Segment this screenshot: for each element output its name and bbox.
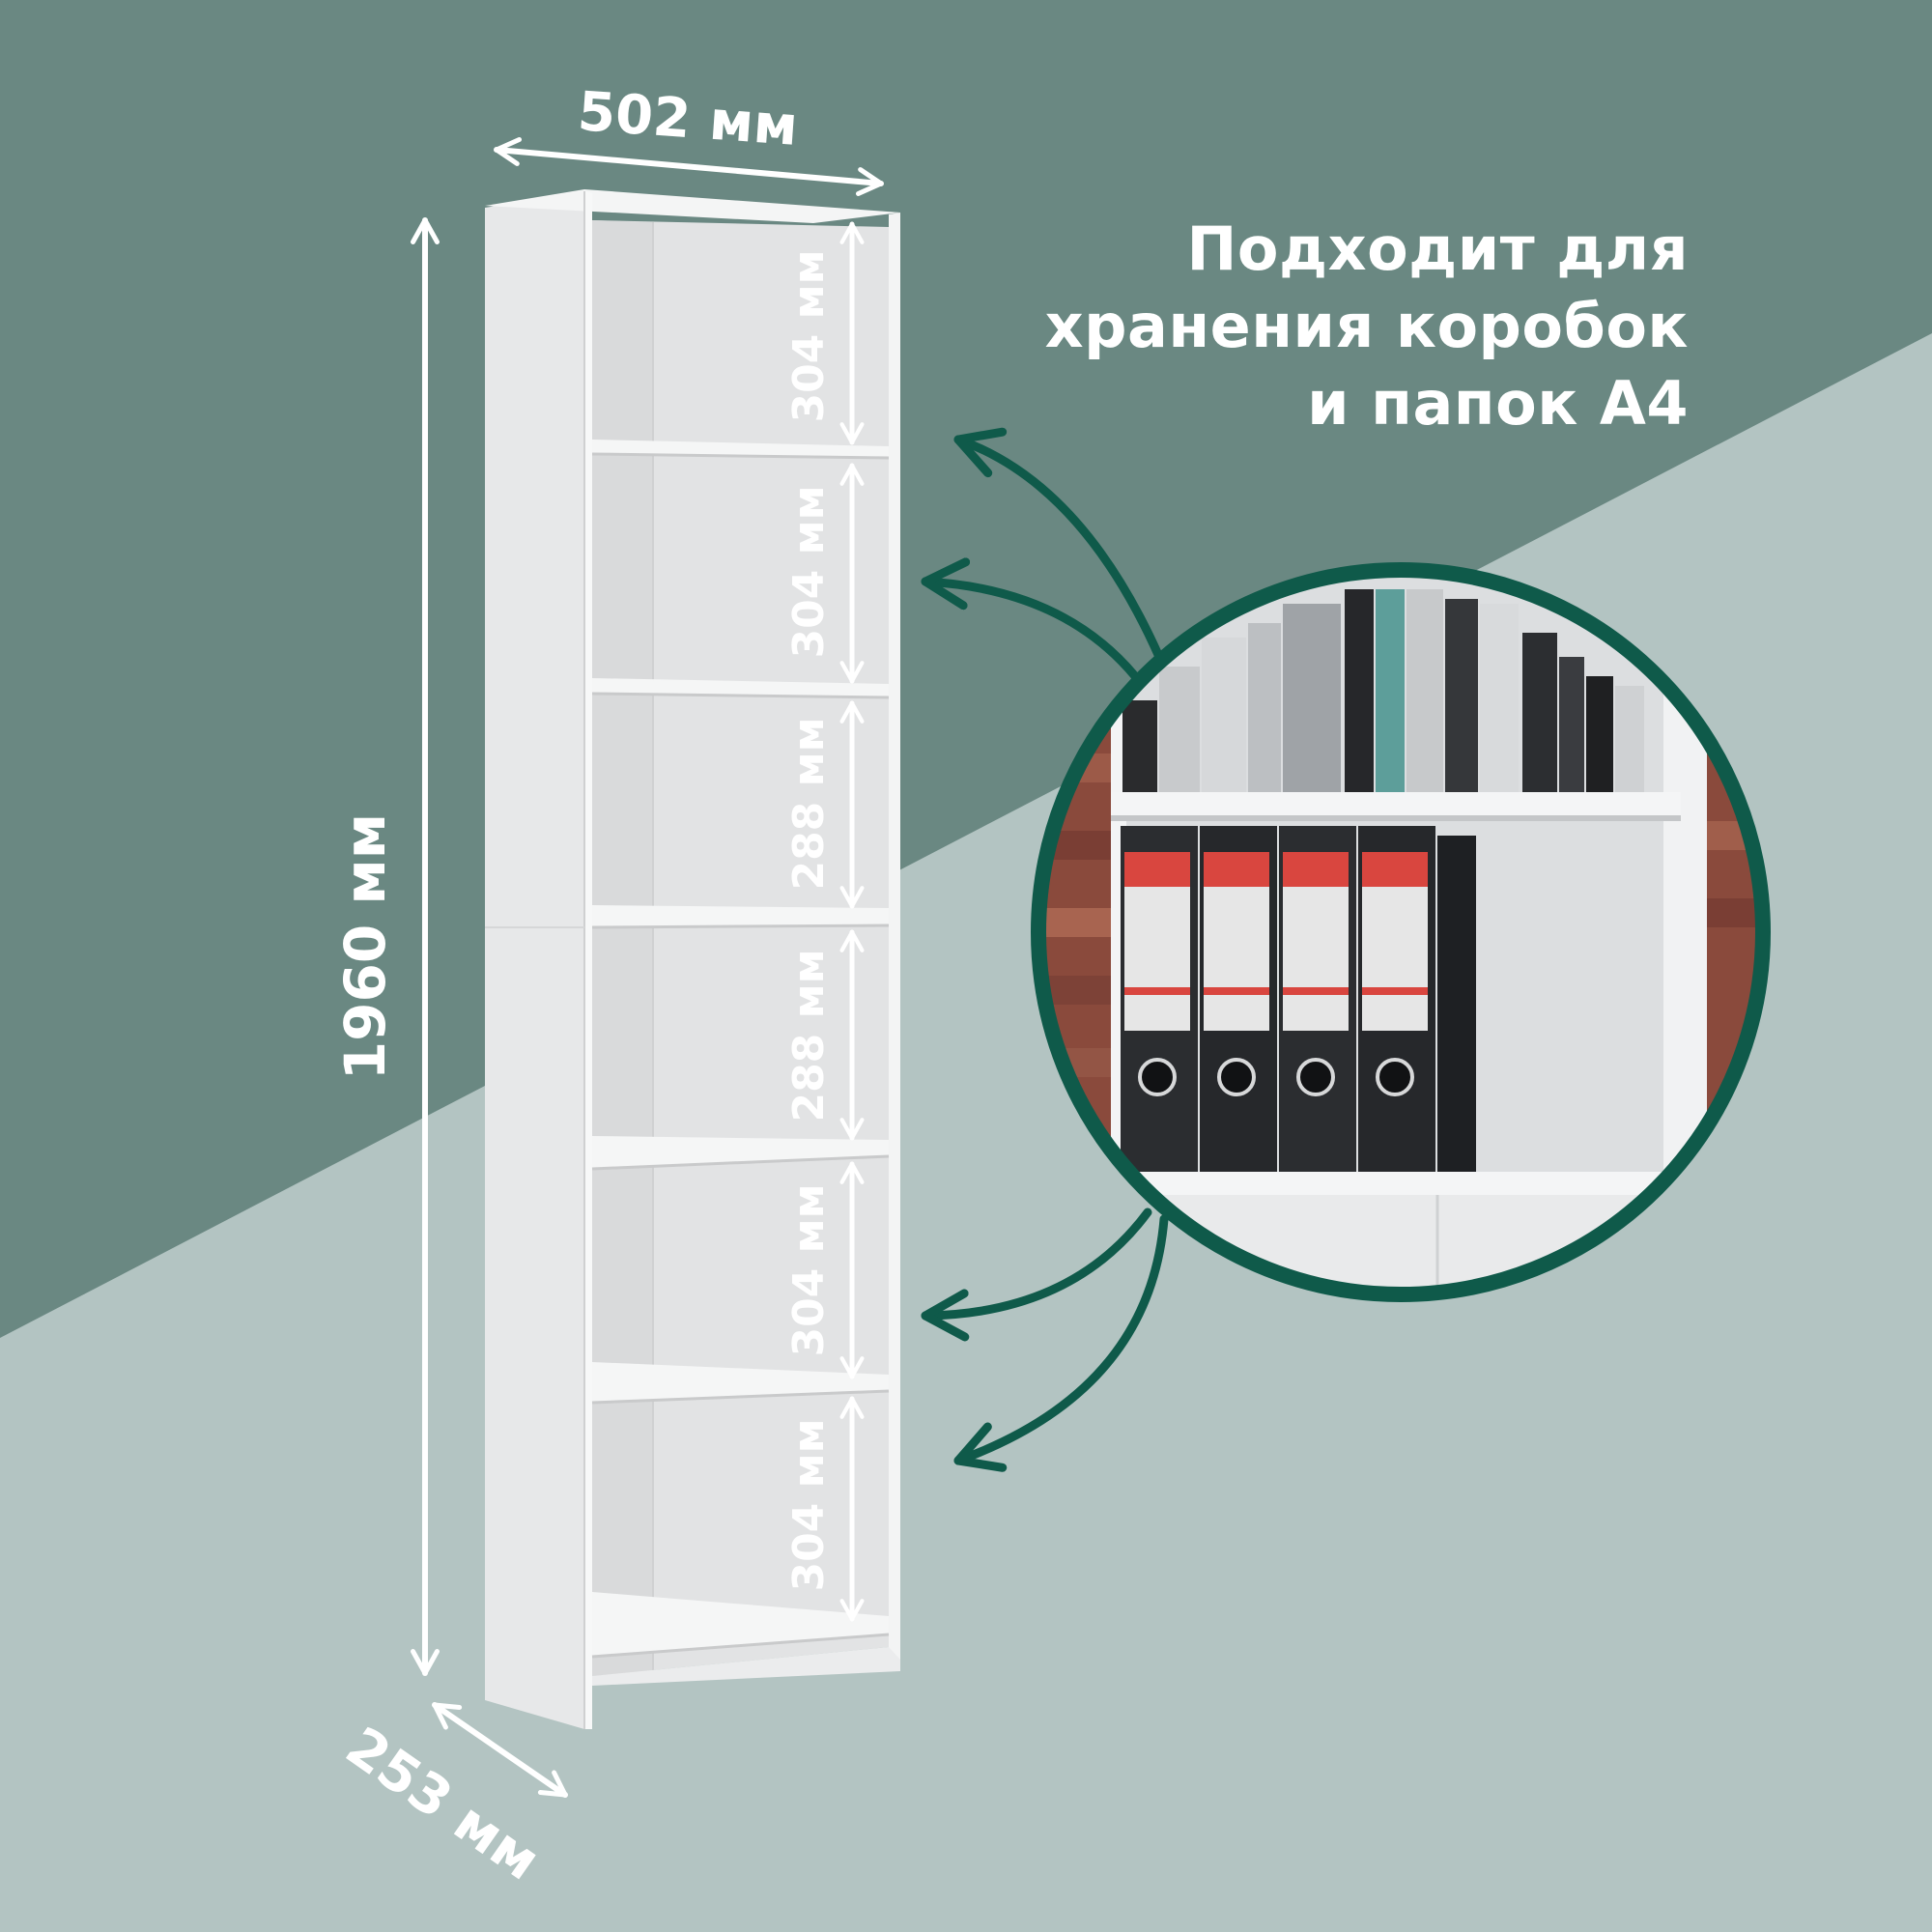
shelf-height-label-4: 288 мм [784,949,834,1122]
headline: Подходит для хранения коробок и папок А4 [954,211,1689,442]
bookcase [485,189,900,1729]
width-label: 502 мм [576,80,800,158]
depth-arrow [432,1702,568,1798]
binders [1121,826,1476,1172]
headline-line-1: Подходит для [1186,213,1689,284]
pointer-arrows [921,427,1169,1472]
headline-line-2: хранения коробок [1044,291,1689,361]
headline-line-3: и папок А4 [1307,368,1689,439]
shelf-height-label-5: 304 мм [784,1183,834,1357]
height-label: 1960 мм [332,812,398,1081]
closeup-frame [1031,562,1771,1302]
shelf-height-label-2: 304 мм [784,485,834,659]
shelf-height-label-3: 288 мм [784,717,834,891]
shelf-height-label-1: 304 мм [784,249,834,423]
width-arrow [494,137,884,196]
books [1122,589,1644,792]
shelf-height-label-6: 304 мм [784,1418,834,1592]
